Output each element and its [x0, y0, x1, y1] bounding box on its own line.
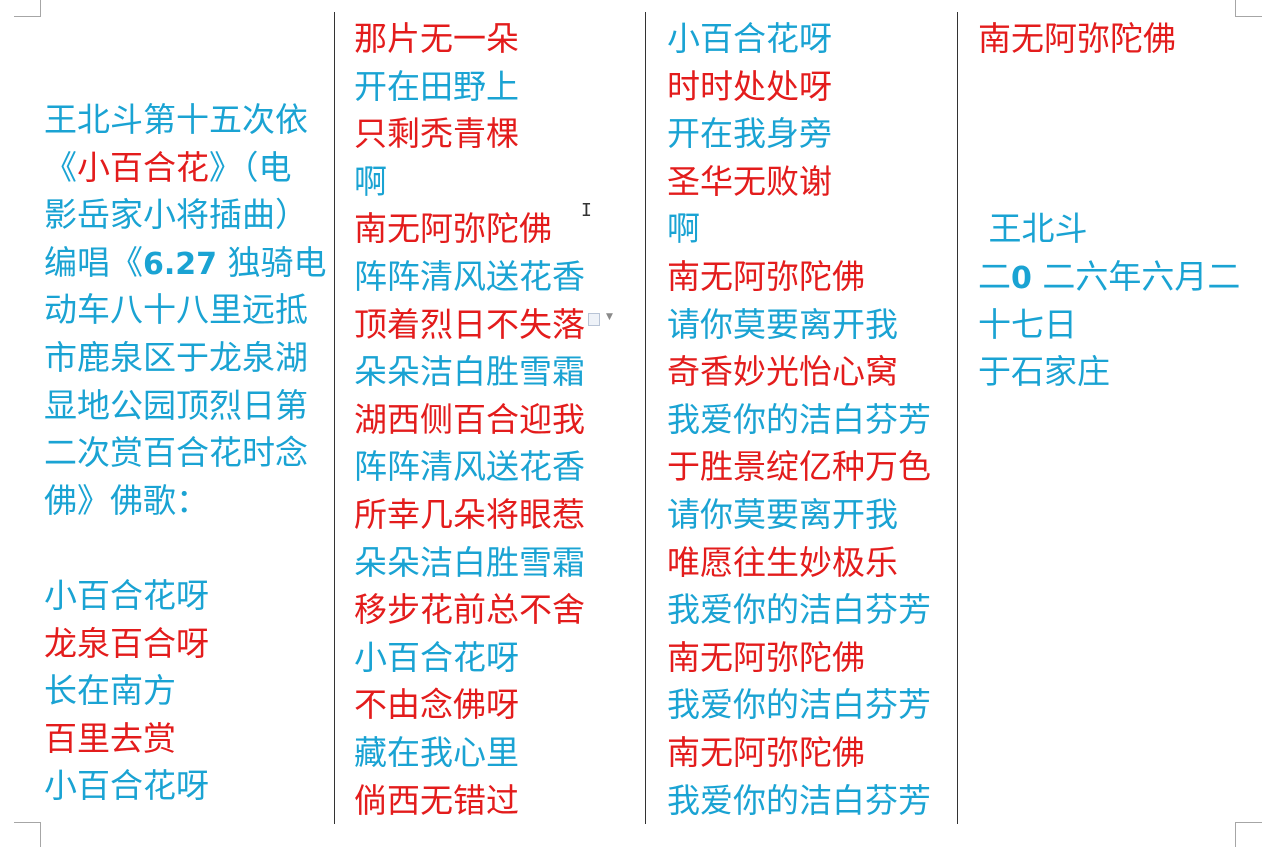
crop-mark-top-right: [1235, 0, 1262, 17]
lyric-line: 于胜景绽亿种万色: [667, 447, 931, 487]
lyric-line: 啊: [667, 209, 700, 249]
title-line: 影岳家小将插曲）: [44, 195, 308, 235]
blank-line: [978, 63, 1240, 111]
lyric-line: 不由念佛呀: [354, 685, 519, 725]
lyric-line: 所幸几朵将眼惹: [354, 494, 585, 534]
date-line: 二0 二六年六月二: [978, 256, 1241, 296]
lyric-line: 只剩秃青棵: [354, 114, 519, 154]
lyric-line: 唯愿往生妙极乐: [667, 542, 898, 582]
lyric-line: 那片无一朵: [354, 19, 519, 58]
lyric-line: 小百合花呀: [44, 575, 209, 615]
lyric-line: 朵朵洁白胜雪霜: [354, 542, 585, 582]
lyric-line: 朵朵洁白胜雪霜: [354, 352, 585, 392]
column-divider: [957, 12, 958, 824]
crop-mark-top-left: [14, 0, 41, 17]
column-3[interactable]: 小百合花呀时时处处呀开在我身旁圣华无败谢啊南无阿弥陀佛请你莫要离开我奇香妙光怡心…: [667, 15, 931, 824]
paste-options-icon[interactable]: [588, 313, 600, 326]
column-2[interactable]: 那片无一朵开在田野上只剩秃青棵啊南无阿弥陀佛阵阵清风送花香顶着烈日不失落朵朵洁白…: [354, 15, 585, 824]
blank-line: [978, 110, 1240, 158]
lyric-line: 小百合花呀: [354, 637, 519, 677]
lyric-line: 湖西侧百合迎我: [354, 399, 585, 439]
lyric-line: 小百合花呀: [44, 766, 209, 806]
lyric-line: 南无阿弥陀佛: [978, 19, 1176, 58]
title-line: 二次赏百合花时念: [44, 433, 308, 473]
lyric-line: 倘西无错过: [354, 780, 519, 820]
lyric-line: 百里去赏: [44, 718, 176, 758]
title-line: 显地公园顶烈日第: [44, 385, 308, 425]
lyric-line: 时时处处呀: [667, 66, 832, 106]
place-line: 于石家庄: [978, 352, 1110, 392]
lyric-line: 阵阵清风送花香: [354, 447, 585, 487]
crop-mark-bottom-left: [14, 822, 41, 847]
lyric-line: 南无阿弥陀佛: [667, 637, 865, 677]
lyric-line: 南无阿弥陀佛: [667, 732, 865, 772]
title-line: 动车八十八里远抵: [44, 290, 308, 330]
lyric-line: 南无阿弥陀佛: [354, 209, 552, 249]
crop-mark-bottom-right: [1235, 822, 1262, 847]
title-line: 市鹿泉区于龙泉湖: [44, 337, 308, 377]
lyric-line: 圣华无败谢: [667, 161, 832, 201]
chevron-down-icon[interactable]: ▼: [606, 312, 613, 322]
title-line: 《小百合花》（电: [44, 147, 292, 187]
lyrics-block: 小百合花呀龙泉百合呀长在南方百里去赏小百合花呀: [44, 572, 327, 810]
lyric-line: 我爱你的洁白芬芳: [667, 399, 931, 439]
blank-line: [978, 158, 1240, 206]
lyric-line: 小百合花呀: [667, 19, 832, 58]
title-line: 王北斗第十五次依: [44, 100, 308, 139]
lyric-line: 阵阵清风送花香: [354, 256, 585, 296]
column-divider: [334, 12, 335, 824]
lyric-line: 我爱你的洁白芬芳: [667, 685, 931, 725]
lyric-line: 长在南方: [44, 671, 176, 711]
column-4[interactable]: 南无阿弥陀佛 王北斗 二0 二六年六月二 十七日 于石家庄: [978, 15, 1240, 396]
text-cursor-icon: I: [581, 200, 592, 221]
lyric-line: 龙泉百合呀: [44, 623, 209, 663]
lyric-line: 啊: [354, 161, 387, 201]
lyric-line: 开在我身旁: [667, 114, 832, 154]
column-divider: [645, 12, 646, 824]
title-line: 编唱《6.27 独骑电: [44, 242, 327, 282]
lyric-line: 移步花前总不舍: [354, 590, 585, 630]
lyric-line: 我爱你的洁白芬芳: [667, 780, 931, 820]
lyric-line: 请你莫要离开我: [667, 494, 898, 534]
song-name: 小百合花: [77, 147, 209, 187]
author-name: 王北斗: [978, 209, 1088, 249]
lyric-line: 请你莫要离开我: [667, 304, 898, 344]
lyric-line: 顶着烈日不失落: [354, 304, 585, 344]
lyric-line: 开在田野上: [354, 66, 519, 106]
column-1[interactable]: 王北斗第十五次依 《小百合花》（电 影岳家小将插曲） 编唱《6.27 独骑电 动…: [44, 96, 327, 810]
lyric-line: 奇香妙光怡心窝: [667, 352, 898, 392]
lyric-line: 南无阿弥陀佛: [667, 256, 865, 296]
blank-line: [44, 524, 327, 572]
date-line: 十七日: [978, 304, 1077, 344]
lyric-line: 藏在我心里: [354, 732, 519, 772]
lyric-line: 我爱你的洁白芬芳: [667, 590, 931, 630]
title-line: 佛》佛歌：: [44, 480, 209, 520]
